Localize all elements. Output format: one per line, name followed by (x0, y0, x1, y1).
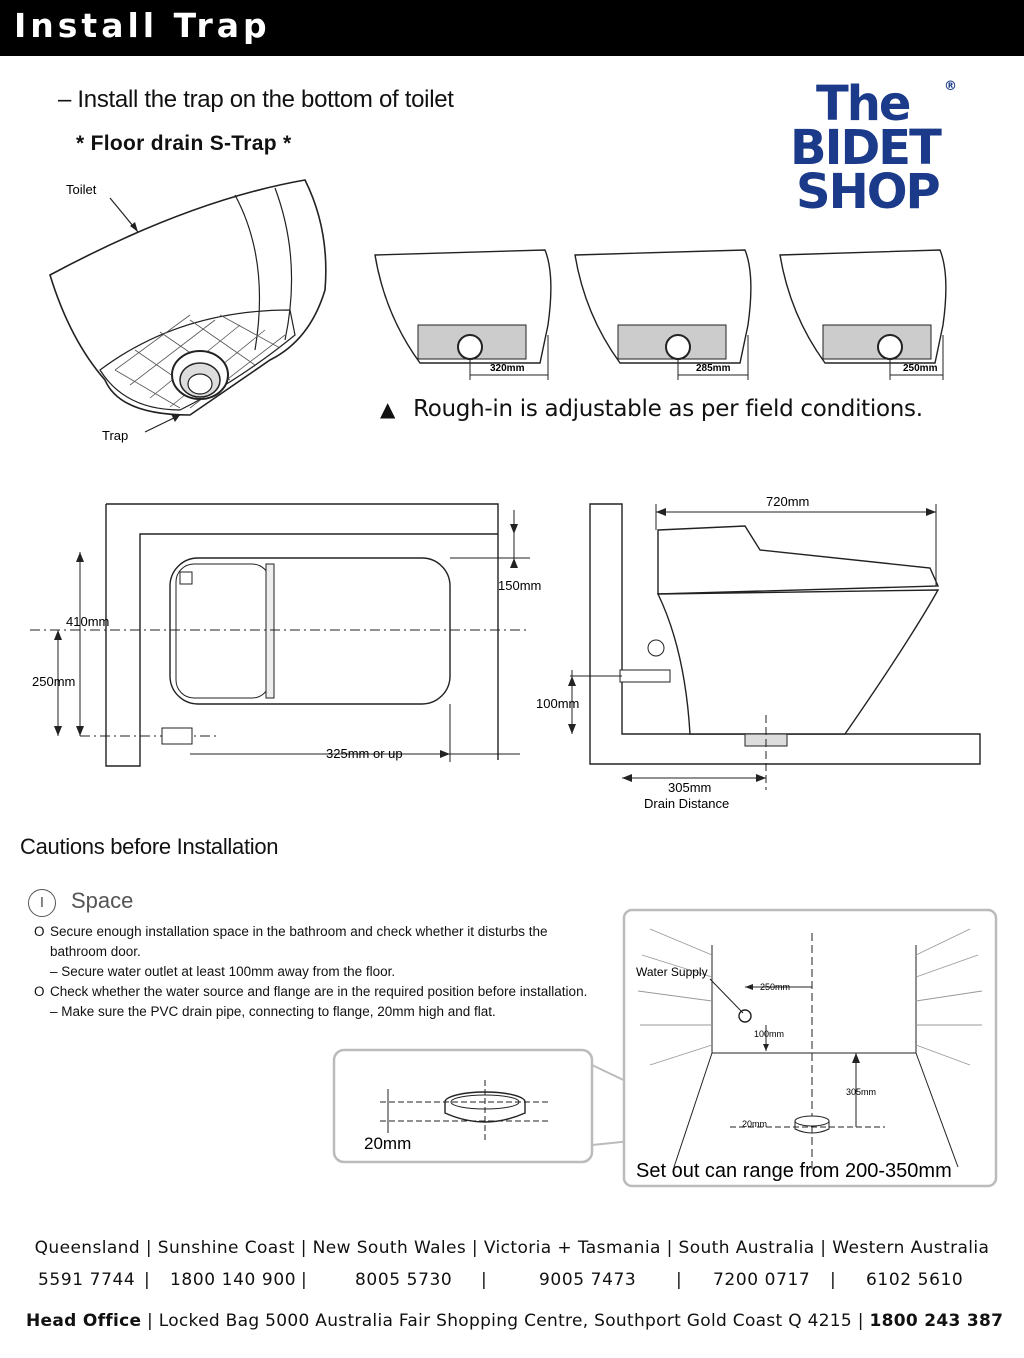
dim-150: 150mm (498, 578, 541, 593)
bullet-circle-icon: O (34, 984, 45, 999)
drain-distance-label: Drain Distance (644, 796, 729, 811)
phone-victoria: 9005 7473 (539, 1270, 637, 1290)
space-heading: Space (71, 888, 134, 913)
phone-separator: | (830, 1270, 836, 1290)
room-dim-305: 305mm (846, 1087, 876, 1097)
list-item: O Check whether the water source and fla… (34, 982, 604, 1002)
rough-in-text: Rough-in is adjustable as per field cond… (413, 396, 923, 422)
s-trap-title: * Floor drain S-Trap * (76, 132, 292, 155)
rough-in-250: 250mm (903, 363, 938, 374)
water-supply-label: Water Supply (636, 965, 708, 979)
rough-in-320: 320mm (490, 363, 525, 374)
flange-height: 20mm (364, 1134, 411, 1153)
head-office-phone: 1800 243 387 (869, 1311, 1004, 1331)
rough-in-diagram-2: 285mm (574, 249, 752, 380)
rough-in-diagram-1: 320mm (374, 249, 552, 380)
bullet-circle-icon: O (34, 924, 45, 939)
install-instruction: – Install the trap on the bottom of toil… (58, 86, 454, 113)
trap-label: Trap (102, 428, 128, 443)
footer-states: Queensland | Sunshine Coast | New South … (34, 1238, 990, 1258)
caution-sub-1: – Secure water outlet at least 100mm awa… (50, 964, 396, 979)
section-number: I (28, 889, 56, 917)
rough-in-diagram-3: 250mm (779, 249, 947, 380)
logo-line-2: BIDET (790, 120, 942, 176)
room-layout-diagram: 20mm Water Supply 250mm 100mm 305mm 20mm… (332, 908, 998, 1188)
room-dim-250: 250mm (760, 982, 790, 992)
head-office-address: | Locked Bag 5000 Australia Fair Shoppin… (141, 1311, 870, 1331)
bidet-shop-logo: The BIDET SHOP ® (790, 76, 970, 220)
plan-view-diagram: 410mm 250mm 150mm 325mm or up (30, 503, 541, 767)
dim-410: 410mm (66, 614, 109, 629)
phone-queensland: 5591 7744 (38, 1270, 136, 1290)
caution-text-2: Check whether the water source and flang… (50, 984, 588, 999)
phone-sunshine-coast: 1800 140 900 (170, 1270, 297, 1290)
phone-south-australia: 7200 0717 (713, 1270, 811, 1290)
rough-in-diagrams: 320mm 285mm 250mm (374, 249, 947, 380)
cautions-heading: Cautions before Installation (20, 834, 279, 859)
phone-separator: | (481, 1270, 487, 1290)
dim-720: 720mm (766, 494, 809, 509)
header-bar: Install Trap (0, 0, 1024, 56)
head-office-label: Head Office (26, 1311, 142, 1331)
phone-separator: | (676, 1270, 682, 1290)
phone-separator: | (301, 1270, 307, 1290)
registered-mark: ® (944, 79, 957, 94)
rough-in-note: ▲ Rough-in is adjustable as per field con… (380, 396, 923, 422)
set-out-caption: Set out can range from 200-350mm (636, 1160, 952, 1182)
dim-250-plan: 250mm (32, 674, 75, 689)
head-office-line: Head Office | Locked Bag 5000 Australia … (26, 1311, 1003, 1331)
triangle-icon: ▲ (380, 397, 396, 421)
room-dim-100: 100mm (754, 1029, 784, 1039)
phone-nsw: 8005 5730 (355, 1270, 453, 1290)
room-dim-20: 20mm (742, 1119, 767, 1129)
phone-western-australia: 6102 5610 (866, 1270, 964, 1290)
cautions-list: O Secure enough installation space in th… (34, 922, 604, 1022)
logo-line-3: SHOP (796, 164, 941, 220)
caution-text-1: Secure enough installation space in the … (50, 924, 548, 959)
dim-325: 325mm or up (326, 746, 403, 761)
side-view-diagram: 720mm 100mm 305mm Drain Distance (536, 494, 981, 811)
page-title: Install Trap (14, 6, 271, 45)
phone-separator: | (144, 1270, 150, 1290)
toilet-trap-illustration: Toilet Trap (49, 179, 327, 443)
caution-sub-2: – Make sure the PVC drain pipe, connecti… (50, 1004, 496, 1019)
dim-100-side: 100mm (536, 696, 579, 711)
dim-305-side: 305mm (668, 780, 711, 795)
list-item: O Secure enough installation space in th… (34, 922, 604, 962)
rough-in-285: 285mm (696, 363, 731, 374)
logo-line-1: The (816, 76, 911, 132)
toilet-label: Toilet (66, 182, 97, 197)
